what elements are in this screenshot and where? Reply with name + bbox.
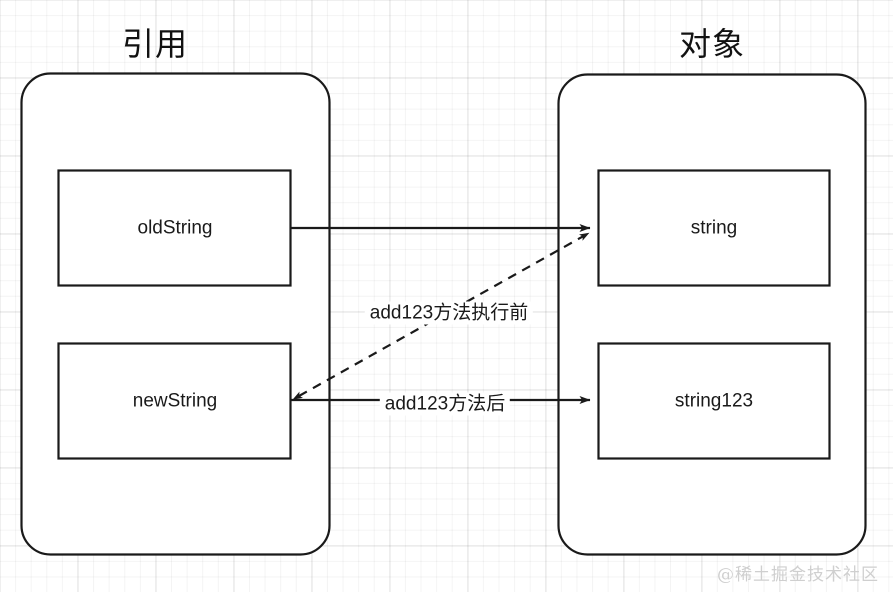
edge-before-add123-tail-arrow xyxy=(292,391,304,400)
node-label-string123: string123 xyxy=(674,390,754,412)
watermark: @稀土掘金技术社区 xyxy=(717,565,879,585)
group-container-object xyxy=(557,73,867,556)
node-label-oldString: oldString xyxy=(137,217,213,239)
node-label-string: string xyxy=(690,217,738,239)
edge-label-after-add123: add123方法后 xyxy=(379,392,511,416)
group-container-reference xyxy=(20,72,331,556)
group-title-object: 对象 xyxy=(678,26,746,62)
group-title-reference: 引用 xyxy=(121,26,189,62)
edge-label-before-add123: add123方法执行前 xyxy=(364,301,534,325)
node-label-newString: newString xyxy=(132,390,218,412)
